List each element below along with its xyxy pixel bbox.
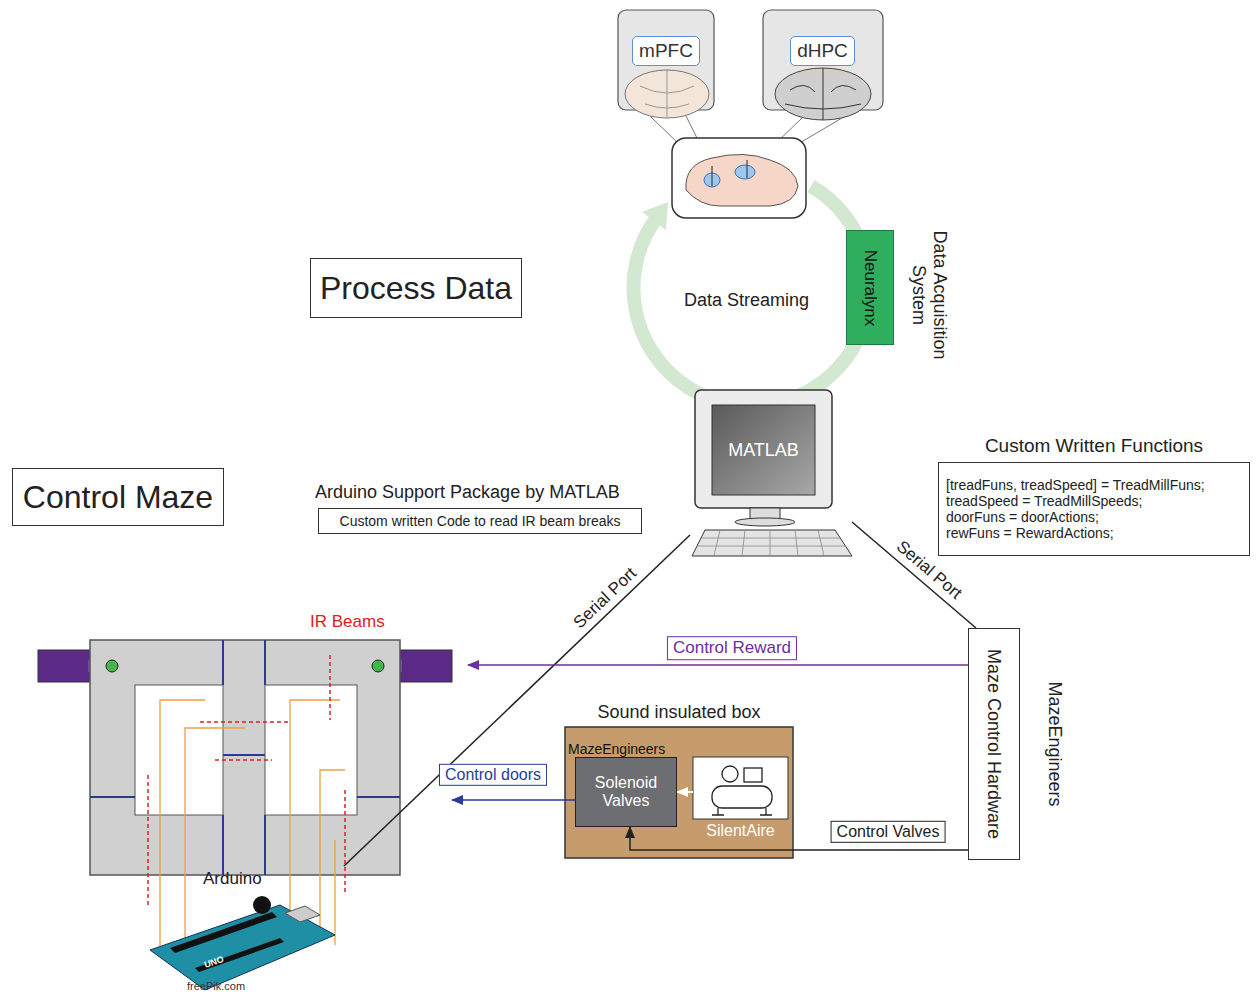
node-text: Custom written Code to read IR beam brea… — [340, 513, 621, 529]
computer: MATLAB — [690, 388, 852, 562]
coronal-section — [625, 70, 709, 118]
hardware-box: Maze Control HardwareMazeEngineers — [968, 628, 1020, 860]
region-label: mPFC — [632, 36, 700, 66]
edge-label: Control doors — [439, 764, 547, 786]
node-text: Neuralynx — [860, 249, 880, 326]
brain-box — [672, 138, 806, 218]
section-box: Process Data — [310, 258, 522, 318]
ir-beams — [148, 655, 345, 905]
flow-label: Data Streaming — [684, 290, 809, 311]
node-text: Solenoid Valves — [576, 774, 676, 811]
arduino-board — [150, 905, 335, 990]
node-text: Sound insulated box — [565, 702, 793, 723]
sound-box-fill — [565, 727, 793, 858]
node-text: SilentAire — [693, 822, 788, 840]
reward-port — [38, 650, 90, 682]
streaming-ring — [634, 186, 870, 406]
coronal-section — [775, 68, 871, 120]
region-label: dHPC — [790, 36, 855, 66]
monitor — [695, 390, 832, 508]
compressor: SilentAire — [693, 757, 788, 819]
node-text: [treadFuns, treadSpeed] = TreadMillFuns; — [946, 477, 1205, 493]
code-box: Arduino Support Package by MATLABCustom … — [318, 508, 642, 534]
node-text: treadSpeed = TreadMillSpeeds; — [946, 493, 1143, 509]
compressor-tank — [712, 786, 772, 808]
node-text: Arduino Support Package by MATLAB — [315, 482, 620, 503]
node-text: Maze Control Hardware — [984, 649, 1005, 839]
maze: IR Beams — [30, 610, 452, 878]
function-box: Custom Written Functions[treadFuns, trea… — [938, 462, 1250, 556]
credit-watermark: freePik.com — [187, 980, 245, 993]
sound-box: Sound insulated boxMazeEngineersSolenoid… — [565, 727, 793, 858]
node-text: MazeEngineers — [1045, 681, 1066, 806]
node-text: IR Beams — [310, 612, 385, 632]
node-text: rewFuns = RewardActions; — [946, 525, 1114, 541]
maze-hole — [135, 685, 223, 815]
axis-label: Data Acquisition System — [908, 220, 949, 370]
section-box: Control Maze — [12, 468, 224, 526]
node-text: Arduino — [203, 869, 262, 889]
screen — [712, 405, 815, 495]
maze-doors — [90, 640, 400, 875]
node-text: MazeEngineers — [568, 741, 665, 757]
compressor-box — [693, 757, 788, 819]
connector — [468, 664, 968, 666]
connector — [344, 535, 690, 866]
node-text: Custom Written Functions — [939, 435, 1249, 457]
keyboard — [692, 530, 852, 556]
maze-floor — [90, 640, 400, 875]
node-text: doorFuns = doorActions; — [946, 509, 1099, 525]
maze-hole — [265, 685, 357, 815]
arduino: Arduino — [140, 866, 350, 994]
connector — [677, 791, 693, 793]
connector — [452, 799, 575, 801]
ring-arrowhead — [642, 202, 668, 230]
edge-label: Control Valves — [831, 821, 946, 843]
node-text: MATLAB — [712, 405, 815, 495]
node-text: dHPC — [797, 40, 848, 62]
valve-box: MazeEngineersSolenoid Valves — [575, 757, 677, 827]
rat-brain — [686, 154, 798, 206]
acquisition-box: Neuralynx — [846, 230, 894, 345]
node-text: mPFC — [639, 40, 693, 62]
reward-port — [400, 650, 452, 682]
edge-label: Serial Port — [568, 563, 642, 635]
node-text: Process Data — [320, 270, 512, 307]
edge-label: Control Reward — [667, 636, 797, 660]
node-text: Control Maze — [23, 479, 213, 516]
